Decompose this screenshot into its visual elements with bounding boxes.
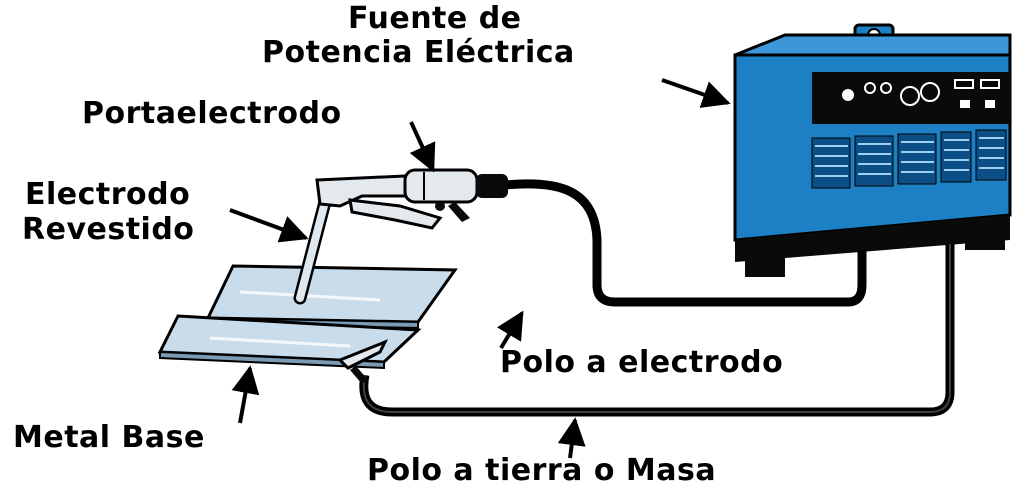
base-metal-label: Metal Base xyxy=(13,420,205,455)
electrode-pole-label: Polo a electrodo xyxy=(500,345,784,380)
power-source-label: Fuente de xyxy=(348,2,522,36)
metal-plates xyxy=(157,264,458,370)
welding-machine xyxy=(733,23,1012,277)
electrode-holder xyxy=(315,168,508,230)
ground-clamp xyxy=(337,339,389,384)
power-source-label-line2: Potencia Eléctrica xyxy=(262,35,575,70)
power-source-label-line1: Fuente de xyxy=(348,1,522,36)
electrode-holder-label: Portaelectrodo xyxy=(82,96,342,131)
power-source-label-2: Potencia Eléctrica xyxy=(262,36,575,70)
coated-electrode-label-line2: Revestido xyxy=(22,212,195,247)
ground-pole-label: Polo a tierra o Masa xyxy=(367,453,717,488)
ground-cable xyxy=(359,244,955,417)
coated-electrode-label-line1: Electrodo xyxy=(25,177,191,212)
electrode-cable xyxy=(504,179,867,307)
